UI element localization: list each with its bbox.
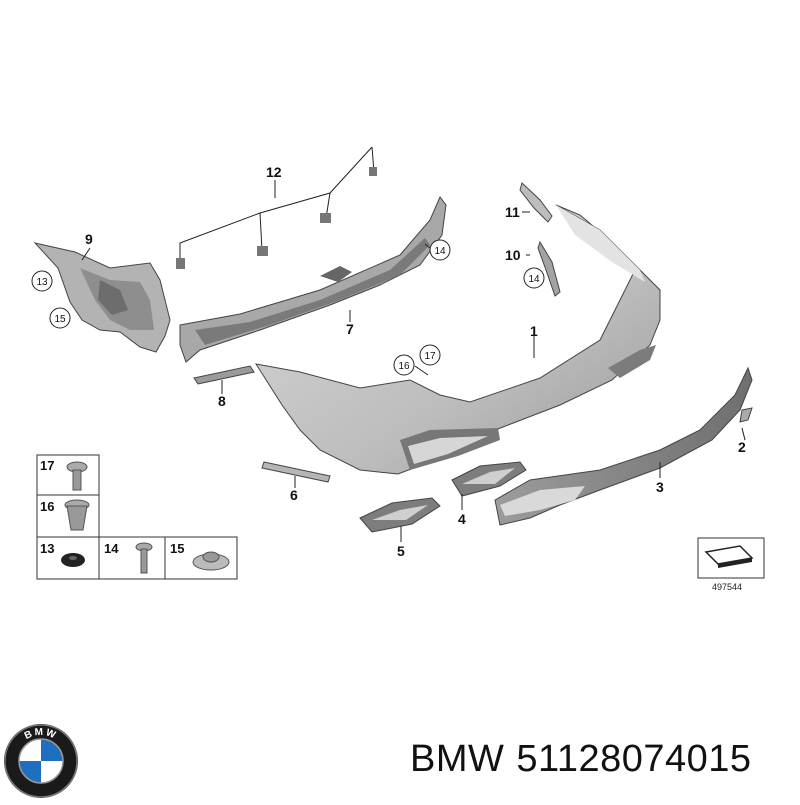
reflector-part-11 [519,182,553,223]
circled-callout-13: 13 [31,270,53,292]
diagram-code: 497544 [712,582,742,592]
svg-text:15: 15 [54,314,66,325]
callout-3: 3 [656,479,664,495]
legend-15-label: 15 [170,541,184,556]
callout-11: 11 [505,204,520,220]
circled-callout-16: 16 [393,354,415,376]
screw-17-icon [66,461,88,491]
callout-5: 5 [397,543,405,559]
legend-16-label: 16 [40,499,54,514]
brand-name: BMW [410,738,505,780]
leader-lines [81,211,746,542]
legend-17-label: 17 [40,458,54,473]
diffuser-part-3 [494,366,753,526]
bmw-logo: BMW [2,722,80,800]
svg-text:14: 14 [528,274,540,285]
callout-7: 7 [346,321,354,337]
mounting-bracket-part-9 [33,242,171,353]
diagram-code-box: 497544 [697,537,765,592]
svg-text:BMW: BMW [23,727,59,742]
svg-text:14: 14 [434,246,446,257]
bumper-carrier-part-7 [179,196,447,363]
callout-6: 6 [290,487,298,503]
callout-12: 12 [266,164,282,180]
clip-part-2 [739,407,753,423]
part-number: 51128074015 [516,738,752,780]
callout-4: 4 [458,511,466,527]
svg-text:16: 16 [398,361,410,372]
grommet-13-icon [61,553,85,567]
circled-callout-14-carrier: 14 [429,239,451,261]
bumper-cover-part-1 [254,204,661,475]
callout-1: 1 [530,323,538,339]
callout-10: 10 [505,247,521,263]
wiring-harness-part-12 [176,146,377,269]
strip-part-8 [193,365,255,385]
trim-part-5 [359,497,441,533]
circled-callout-17: 17 [419,344,441,366]
screw-14-icon [135,542,153,574]
reflector-part-10 [537,240,561,297]
legend-13-label: 13 [40,541,54,556]
strip-part-6 [261,461,331,483]
callout-2: 2 [738,439,746,455]
nut-15-icon [192,551,230,571]
part-caption: BMW 51128074015 [410,738,764,781]
circled-callout-14-reflector: 14 [523,267,545,289]
expansion-rivet-16-icon [64,499,90,531]
circled-callout-15: 15 [49,307,71,329]
callout-9: 9 [85,231,93,247]
callout-8: 8 [218,393,226,409]
fastener-legend: 17 16 13 14 15 [36,454,238,580]
parts-diagram: 1 2 3 4 5 6 7 8 9 10 11 12 13 15 14 14 1… [31,146,765,592]
svg-text:17: 17 [424,351,436,362]
svg-text:13: 13 [36,277,48,288]
legend-14-label: 14 [104,541,119,556]
